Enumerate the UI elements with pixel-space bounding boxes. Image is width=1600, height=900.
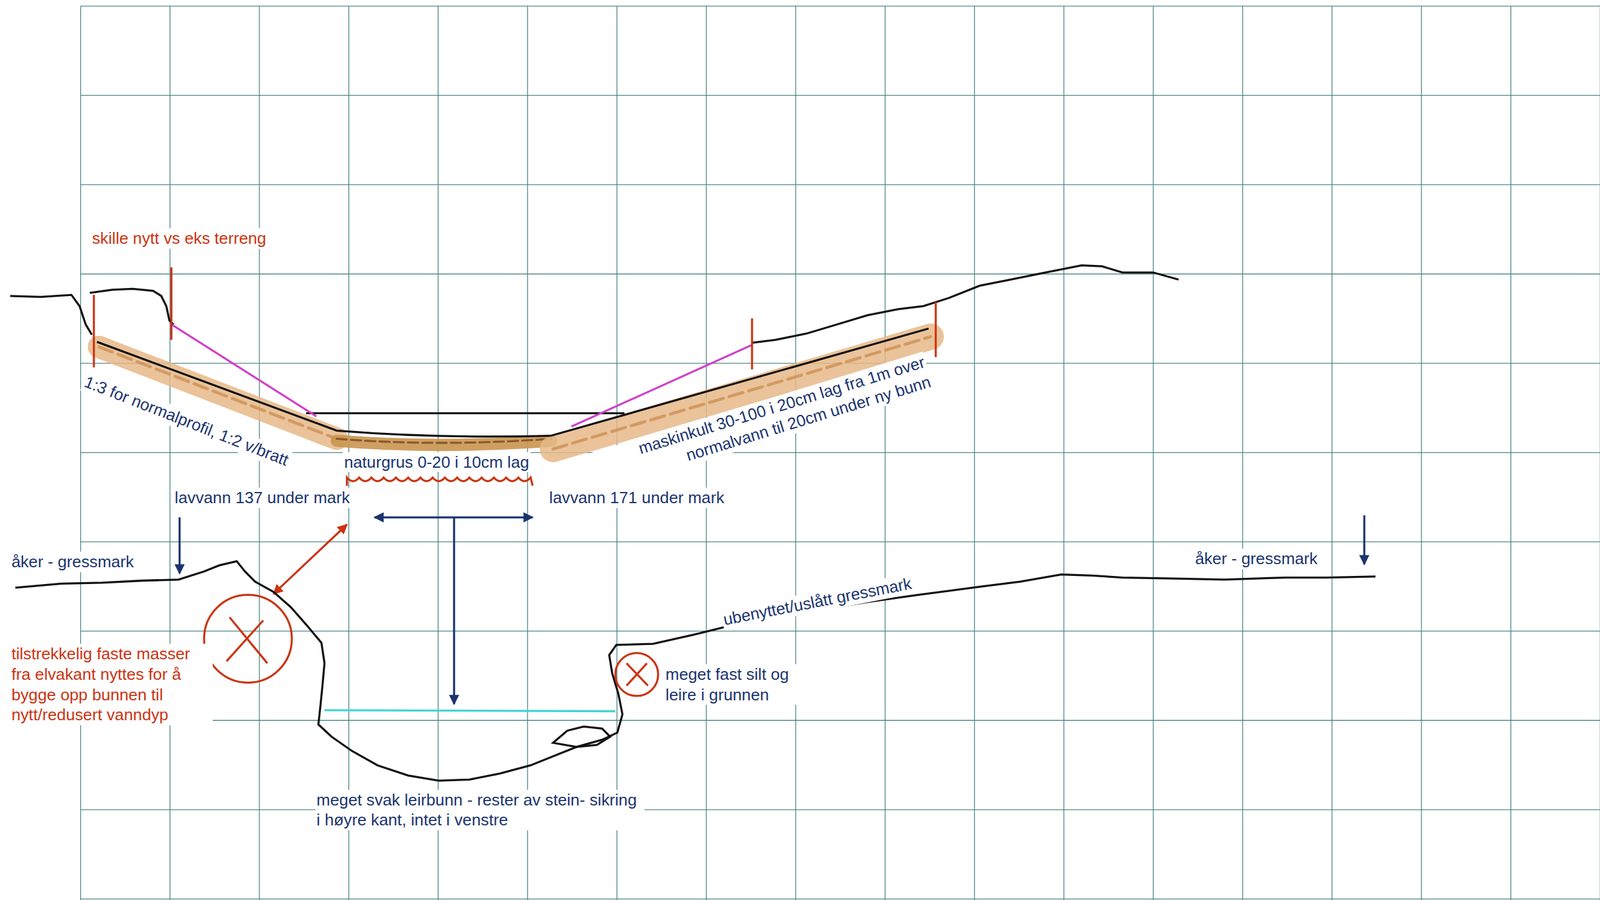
grid-line — [169, 6, 171, 900]
leader-arrow — [273, 524, 348, 595]
grid-line — [80, 809, 1600, 810]
gravel-layer-symbol — [347, 477, 534, 486]
marker-circles — [204, 594, 659, 696]
grid-line — [80, 898, 1600, 900]
boundary-note: skille nytt vs eks terreng — [90, 228, 268, 249]
grid-line — [80, 184, 1600, 185]
existing-profile — [15, 561, 1377, 781]
grid-line — [80, 720, 1600, 721]
grid-line — [1331, 6, 1333, 900]
grid-line — [80, 273, 1600, 275]
slope-note: 1:3 for normalprofil, 1:2 v/bratt — [80, 371, 293, 471]
grid-line — [1063, 6, 1065, 900]
water-level — [324, 710, 616, 712]
grid-line — [80, 6, 81, 900]
grid-line — [80, 452, 1600, 453]
terrain-note: åker - gressmark — [1193, 548, 1319, 570]
grid-line — [80, 630, 1600, 632]
grid-line — [974, 6, 975, 900]
grid-line — [80, 541, 1600, 542]
grid-line — [1510, 6, 1512, 900]
water-level-note: lavvann 137 under mark — [173, 487, 351, 509]
soil-note: meget fast silt og leire i grunnen — [664, 664, 810, 706]
material-note: naturgrus 0-20 i 10cm lag — [342, 452, 531, 473]
boundary-ticks — [93, 267, 936, 370]
grid-line — [1152, 6, 1154, 900]
terrain-note: åker - gressmark — [9, 551, 135, 573]
water-level-note: lavvann 171 under mark — [548, 487, 726, 509]
new-terrain-line — [171, 324, 753, 427]
grid-line — [80, 5, 1600, 7]
soil-note: tilstrekkelig faste masser fra elvakant … — [9, 643, 213, 726]
grid-line — [1420, 6, 1422, 900]
grid — [80, 6, 1600, 900]
grid-line — [80, 95, 1600, 96]
terrain-note: ubenyttet/uslått gressmark — [720, 572, 915, 631]
grid-line — [884, 6, 886, 900]
grid-line — [1242, 6, 1243, 900]
material-note: maskinkult 30-100 i 20cm lag fra 1m over… — [583, 351, 935, 494]
riverbed-note: meget svak leirbunn - rester av stein- s… — [315, 790, 645, 832]
grid-line — [795, 6, 796, 900]
